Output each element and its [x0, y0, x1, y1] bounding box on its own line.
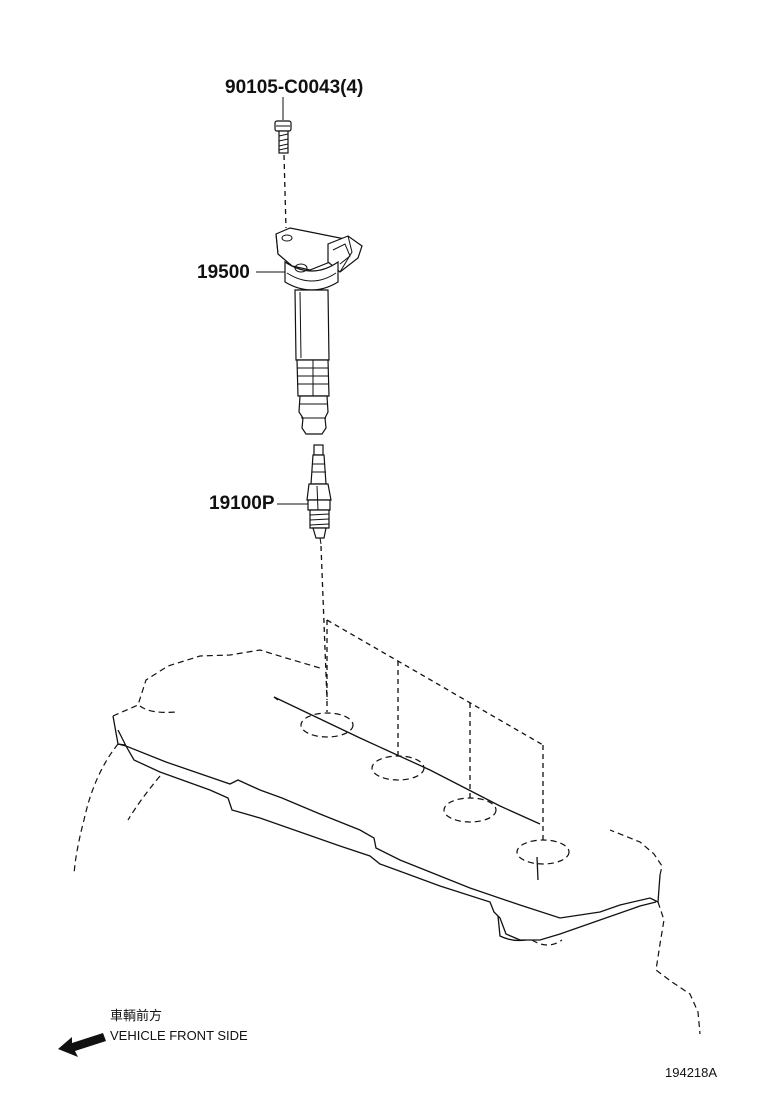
spark-plug-icon — [306, 444, 332, 545]
spark-plug-hole-4 — [516, 839, 570, 865]
cylinder-head-outline — [73, 649, 701, 1035]
plug-to-head-dashed — [320, 545, 328, 701]
ignition-coil-icon — [275, 227, 363, 435]
spark-plug-hole-2 — [371, 755, 425, 781]
direction-label-jp: 車輌前方 — [110, 1008, 162, 1023]
spark-plug-holes — [300, 712, 570, 865]
figure-code: 194218A — [665, 1065, 717, 1080]
spark-plug-part-number[interactable]: 19100P — [209, 493, 275, 514]
bolt-to-coil-dashed — [283, 154, 287, 229]
coil-part-number[interactable]: 19500 — [197, 262, 250, 283]
cylinder-bracket-dashed — [326, 619, 544, 840]
spark-plug-hole-1 — [300, 712, 354, 738]
bolt-icon — [274, 120, 292, 154]
spark-plug-hole-3 — [443, 797, 497, 823]
bolt-part-number[interactable]: 90105-C0043(4) — [225, 77, 363, 98]
direction-label-en: VEHICLE FRONT SIDE — [110, 1028, 248, 1043]
vehicle-front-arrow-icon — [58, 1033, 106, 1057]
